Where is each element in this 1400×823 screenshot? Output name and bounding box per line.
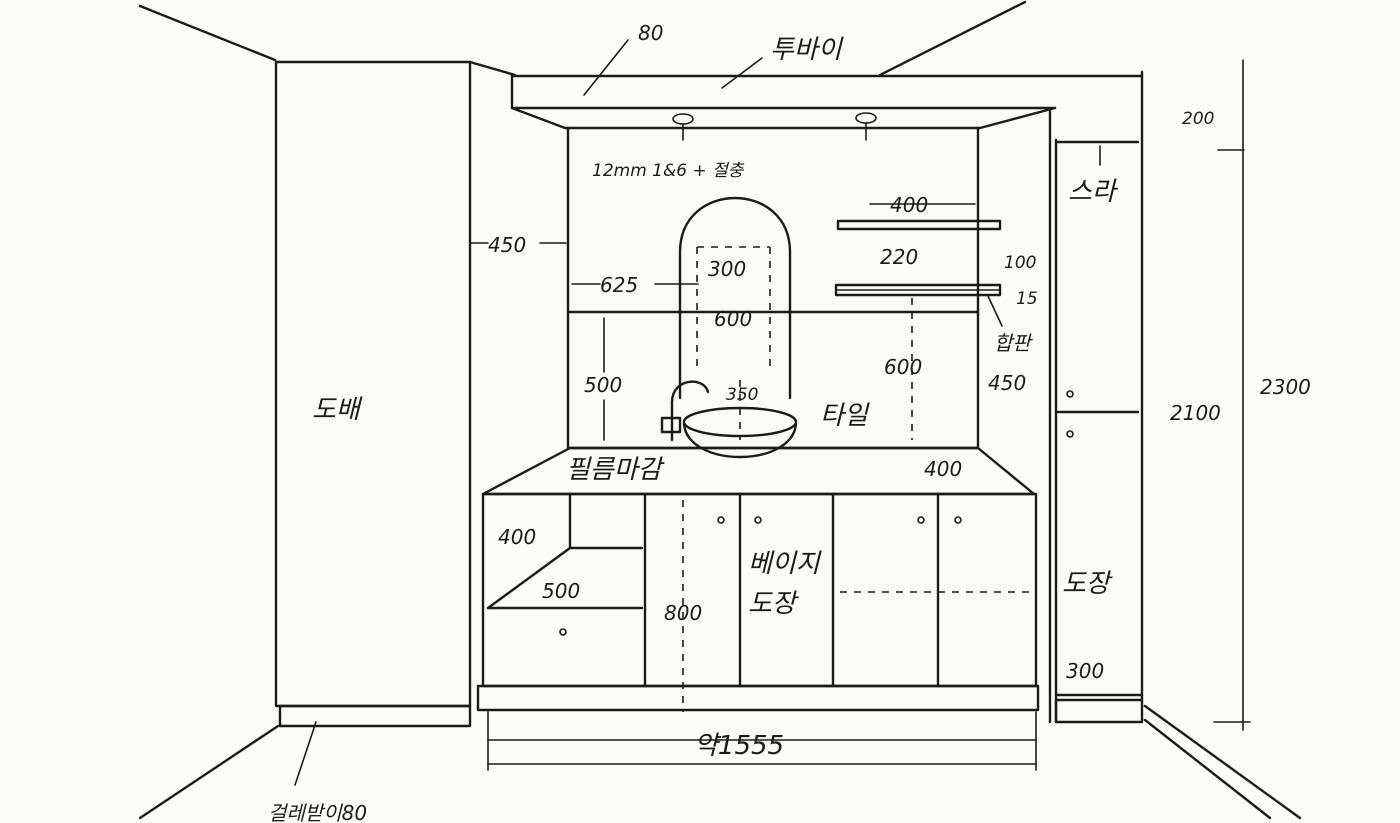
shelf-lower [834, 283, 1002, 440]
label-shelf-400: 400 [890, 193, 928, 217]
label-height-500: 500 [584, 373, 622, 397]
ceiling-soffit [510, 70, 1144, 702]
label-cabinet-800: 800 [664, 601, 702, 625]
left-wall-column [274, 60, 472, 728]
label-right-300: 300 [1066, 659, 1104, 683]
label-left-450: 450 [488, 233, 526, 257]
label-shelf-15: 15 [1016, 289, 1038, 309]
vessel-basin [682, 380, 798, 459]
label-mirror-300: 300 [708, 257, 746, 281]
label-film-finish: 필름마감 [566, 455, 665, 485]
label-door-beige: 베이지 [748, 549, 822, 579]
label-right-450: 450 [988, 371, 1026, 395]
label-tubai: 투바이 [770, 35, 844, 65]
label-height-2100: 2100 [1170, 401, 1221, 425]
faucet [660, 380, 710, 442]
label-counter-400: 400 [924, 457, 962, 481]
label-bowl-350: 350 [726, 385, 758, 405]
label-mirror-600: 600 [714, 307, 752, 331]
label-sera: 스라 [1068, 177, 1119, 207]
label-door-paint: 도장 [748, 589, 799, 619]
label-height-600: 600 [884, 355, 922, 379]
label-total-width: 약1555 [694, 731, 784, 761]
down-light-right [855, 112, 877, 141]
down-light-left [672, 113, 694, 141]
label-dobae: 도배 [312, 395, 363, 425]
label-shelf-100: 100 [1004, 253, 1036, 273]
shelf-upper [836, 203, 1002, 231]
label-shelf-220: 220 [880, 245, 918, 269]
label-ceiling-200: 200 [1182, 109, 1214, 129]
label-drawer-500: 500 [542, 579, 580, 603]
label-right-paint: 도장 [1062, 569, 1113, 599]
vanity-cabinet [476, 492, 1040, 712]
right-recess-column [1048, 108, 1144, 724]
label-top-80: 80 [638, 21, 663, 45]
cabinet-knobs [559, 390, 1074, 636]
room-perspective-lines [138, 0, 1302, 820]
dimension-lines [294, 39, 1251, 786]
label-drawer-400: 400 [498, 525, 536, 549]
label-height-2300: 2300 [1260, 375, 1311, 399]
label-shelf-note: 합판 [994, 331, 1033, 355]
label-led-note: 12mm 1&6 + 절충 [592, 161, 745, 181]
label-baseboard: 걸레받이80 [268, 801, 367, 823]
label-tile: 타일 [820, 401, 870, 431]
label-dim-625: 625 [600, 273, 638, 297]
arched-mirror [678, 196, 792, 400]
